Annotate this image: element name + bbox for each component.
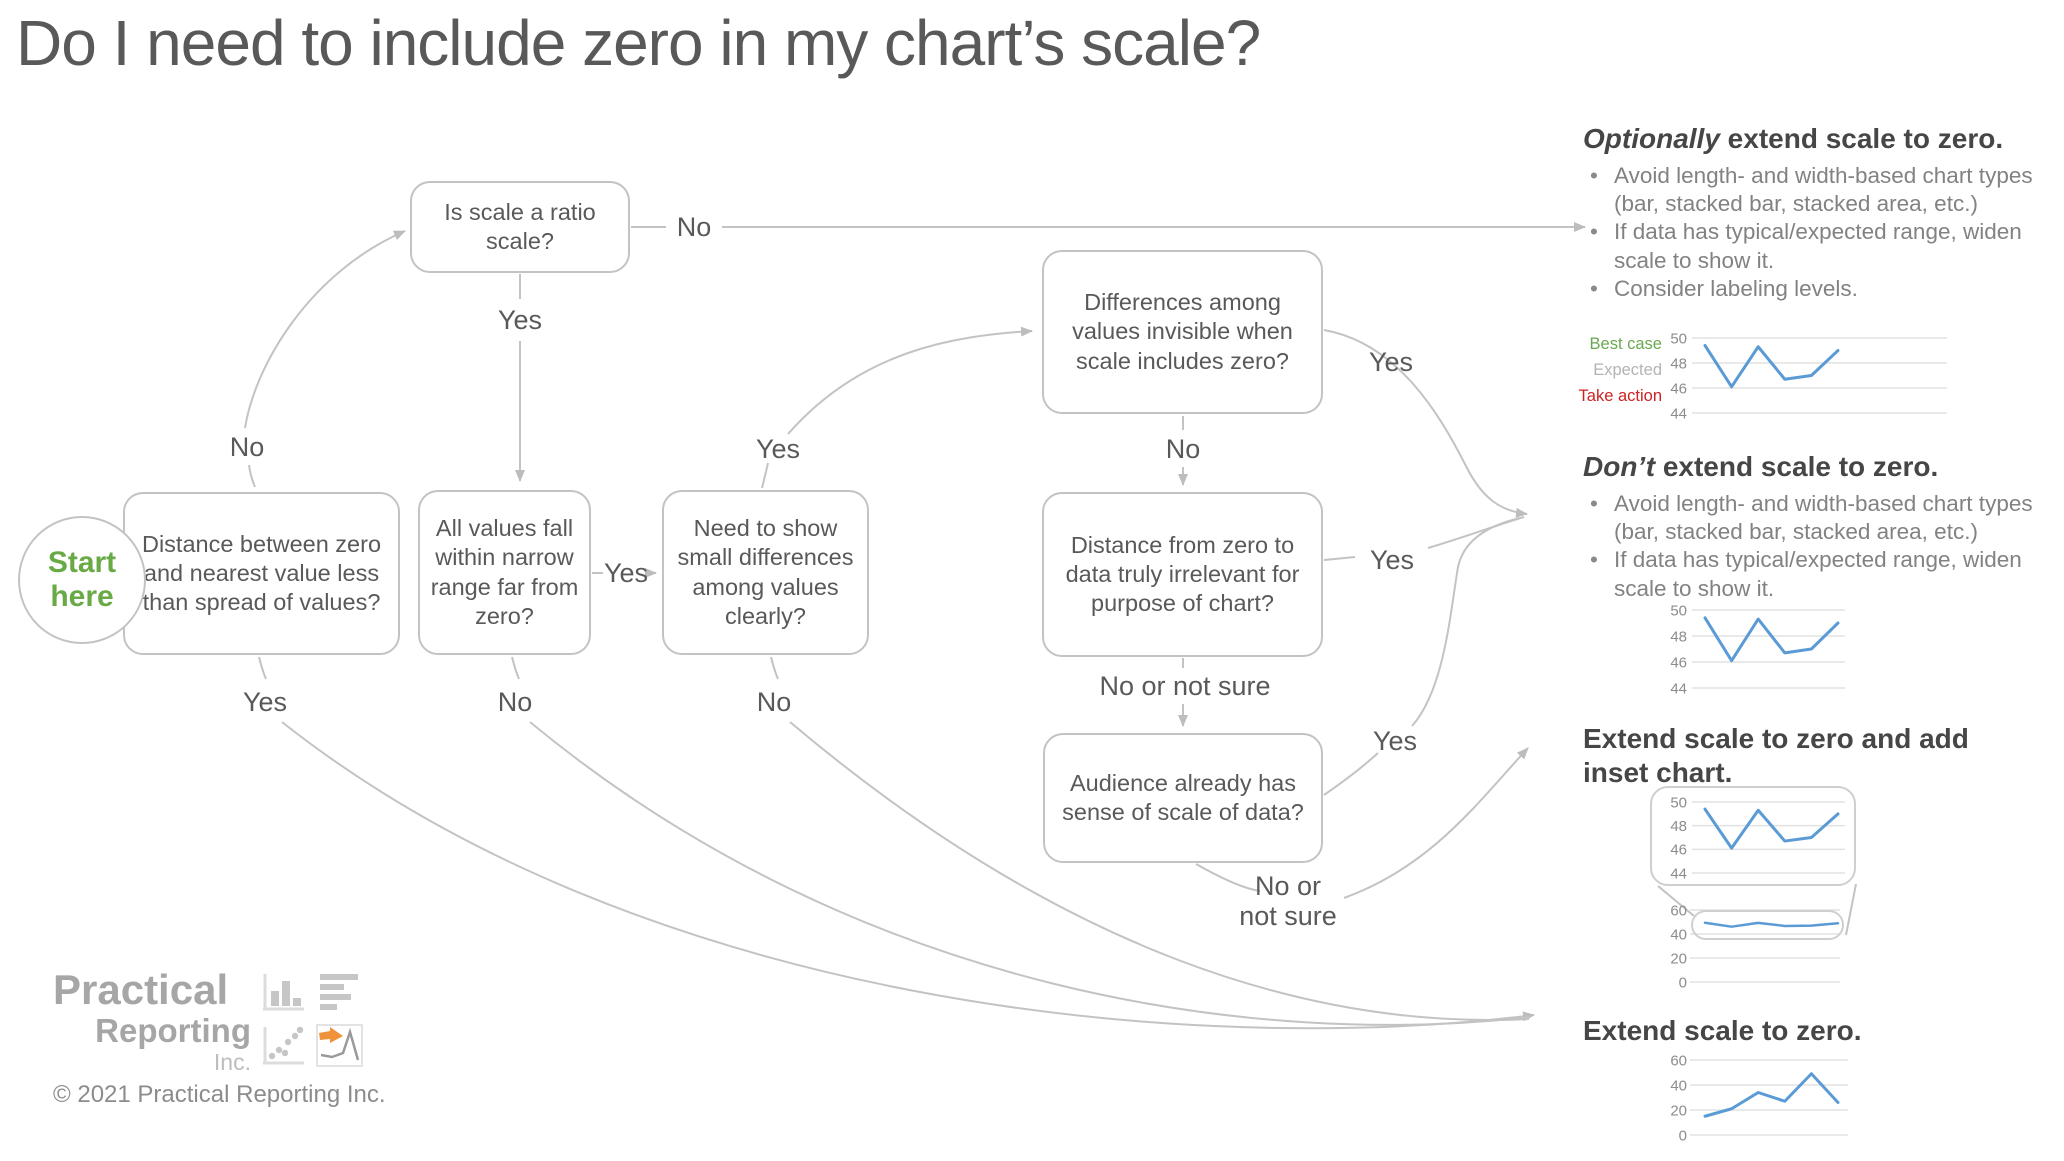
inset-callout-right-line	[1845, 883, 1857, 936]
edge-small-no-curve	[789, 721, 1530, 1021]
edge-irrelevant-yes-tick	[1323, 556, 1356, 561]
label-ratio-no: No	[676, 211, 712, 242]
outcome-inset-title: Extend scale to zero and add inset chart…	[1583, 723, 1969, 788]
label-ratio-yes: Yes	[497, 304, 543, 335]
svg-text:48: 48	[1670, 818, 1687, 835]
edge-small-yes-curve	[787, 326, 1033, 435]
svg-text:40: 40	[1670, 926, 1687, 943]
outcome-extend: Extend scale to zero.	[1583, 1014, 2033, 1054]
bar-chart-icon	[258, 970, 307, 1015]
node-small-differences: Need to show small differences among val…	[662, 490, 869, 655]
outcome-extend-title: Extend scale to zero.	[1583, 1015, 1862, 1046]
level-label-take-action: Take action	[1578, 387, 1662, 405]
chart-level-labels: Best case Expected Take action	[1556, 331, 1662, 409]
outcome-optionally: Optionally extend scale to zero. Avoid l…	[1583, 122, 2064, 304]
svg-text:40: 40	[1670, 1077, 1687, 1094]
label-narrow-no: No	[497, 686, 533, 717]
svg-text:50: 50	[1670, 330, 1687, 347]
report-lines-icon	[315, 970, 364, 1015]
label-invisible-no: No	[1165, 433, 1201, 464]
outcome-optionally-bullets: Avoid length- and width-based chart type…	[1583, 162, 2064, 304]
extend-mini-chart: 60 40 20 0	[1670, 1052, 1848, 1144]
svg-text:46: 46	[1670, 654, 1687, 671]
page-title: Do I need to include zero in my chart’s …	[16, 7, 1261, 79]
label-no-to-ratio: No	[229, 431, 265, 462]
svg-text:60: 60	[1670, 1052, 1687, 1069]
node-audience-sense: Audience already has sense of scale of d…	[1043, 733, 1323, 863]
node-is-ratio-scale: Is scale a ratio scale?	[410, 181, 630, 273]
svg-text:0: 0	[1679, 1127, 1687, 1144]
bullet: Avoid length- and width-based chart type…	[1583, 162, 2064, 219]
inset-zoom-mini-chart: 50 48 46 44	[1670, 794, 1845, 882]
label-small-no: No	[756, 686, 792, 717]
svg-text:20: 20	[1670, 950, 1687, 967]
logo-inc: Inc.	[213, 1049, 251, 1075]
edge-distance-yes-curve	[281, 721, 1535, 1030]
svg-text:60: 60	[1670, 902, 1687, 919]
svg-text:44: 44	[1670, 680, 1687, 697]
bullet: Consider labeling levels.	[1583, 275, 2064, 304]
logo-reporting: Reporting	[95, 1012, 251, 1049]
outcome-optionally-title: Optionally extend scale to zero.	[1583, 123, 2004, 154]
svg-text:50: 50	[1670, 602, 1687, 619]
node-narrow-range: All values fall within narrow range far …	[418, 490, 591, 655]
svg-text:44: 44	[1670, 865, 1687, 882]
node-distance-between: Distance between zero and nearest value …	[123, 492, 400, 655]
edge-audience-yes-curve	[1411, 517, 1521, 727]
edge-invisible-yes-curve	[1323, 329, 1528, 518]
outcome-dont-bullets: Avoid length- and width-based chart type…	[1583, 490, 2064, 603]
label-irrelevant-no: No or not sure	[1099, 670, 1271, 701]
edge-audience-no-tick	[1195, 863, 1261, 892]
inset-callout-left-line	[1657, 885, 1695, 917]
dont-mini-chart: 50 48 46 44	[1670, 602, 1845, 697]
start-here-badge: Start here	[18, 516, 146, 644]
copyright-text: © 2021 Practical Reporting Inc.	[53, 1081, 386, 1108]
bullet: If data has typical/expected range, wide…	[1583, 218, 2064, 275]
label-small-yes: Yes	[755, 433, 801, 464]
label-invisible-yes: Yes	[1368, 346, 1414, 377]
label-distance-yes: Yes	[242, 686, 288, 717]
level-label-expected: Expected	[1593, 361, 1662, 379]
edge-narrow-no-tick	[511, 656, 520, 680]
edge-distance-no-curve	[244, 230, 406, 429]
label-audience-no: No or not sure	[1239, 870, 1337, 931]
edge-narrow-no-curve	[529, 721, 1532, 1026]
edge-distance-no-tick	[248, 464, 256, 488]
svg-text:48: 48	[1670, 355, 1687, 372]
label-irrelevant-yes: Yes	[1369, 544, 1415, 575]
outcome-dont: Don’t extend scale to zero. Avoid length…	[1583, 450, 2064, 603]
scatter-plot-icon	[258, 1023, 307, 1068]
edge-distance-yes-tick	[258, 656, 267, 680]
logo-icon-grid	[258, 970, 364, 1068]
inset-highlight-frame	[1691, 910, 1844, 940]
svg-text:0: 0	[1679, 974, 1687, 991]
outcome-inset: Extend scale to zero and add inset chart…	[1583, 722, 2033, 795]
svg-text:20: 20	[1670, 1102, 1687, 1119]
label-narrow-yes: Yes	[603, 557, 649, 588]
edge-audience-yes-tick	[1323, 752, 1379, 796]
outcome-dont-title: Don’t extend scale to zero.	[1583, 451, 1939, 482]
logo-practical: Practical	[53, 966, 229, 1013]
node-differences-invisible: Differences among values invisible when …	[1042, 250, 1323, 414]
svg-text:44: 44	[1670, 405, 1687, 422]
level-label-best-case: Best case	[1589, 335, 1662, 353]
bullet: Avoid length- and width-based chart type…	[1583, 490, 2064, 547]
svg-text:46: 46	[1670, 842, 1687, 859]
bullet: If data has typical/expected range, wide…	[1583, 546, 2064, 603]
edge-small-yes-tick	[761, 462, 769, 489]
line-chart-arrow-icon	[315, 1023, 364, 1068]
edge-audience-no-curve	[1343, 747, 1529, 899]
svg-text:48: 48	[1670, 628, 1687, 645]
node-distance-irrelevant: Distance from zero to data truly irrelev…	[1042, 492, 1323, 657]
optionally-mini-chart: 50 48 46 44	[1670, 330, 1947, 422]
svg-text:50: 50	[1670, 794, 1687, 811]
edge-small-no-tick	[770, 656, 779, 680]
label-audience-yes: Yes	[1372, 725, 1418, 756]
svg-text:46: 46	[1670, 380, 1687, 397]
